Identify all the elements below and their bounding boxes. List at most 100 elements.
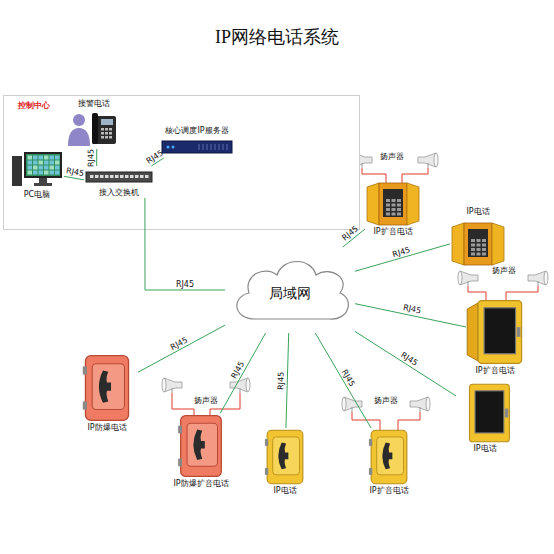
- screen-tile: [28, 156, 33, 160]
- speaker-symbol: [458, 271, 478, 286]
- screen-tile: [50, 156, 55, 160]
- cloud-outline: [237, 262, 349, 320]
- phone-key: [392, 199, 396, 202]
- phone-recess: [187, 423, 217, 466]
- phone-panel: [468, 229, 488, 257]
- lan-cloud: 局域网: [225, 247, 355, 333]
- switch-port: [90, 175, 94, 178]
- switch-port: [95, 175, 99, 178]
- screen-tile: [44, 161, 49, 165]
- node-label: IP电话: [273, 486, 296, 496]
- person-body: [68, 128, 90, 146]
- phone-screen: [475, 391, 504, 433]
- speaker-symbol: [410, 397, 430, 412]
- phone-key: [101, 128, 104, 131]
- phone-hinge: [369, 468, 372, 475]
- phone-key: [105, 128, 108, 131]
- screen-tile: [39, 156, 44, 160]
- edge-label: RJ45: [399, 350, 419, 367]
- server-vent: [226, 144, 228, 150]
- ip-phone: IP扩音电话: [365, 181, 421, 237]
- server-vent: [210, 144, 212, 150]
- phone-hinge: [83, 401, 87, 409]
- phone-case: [371, 430, 407, 484]
- network-cable: [138, 325, 225, 372]
- phone-key: [109, 128, 112, 131]
- phone-key: [471, 253, 475, 256]
- phone-key: [386, 199, 390, 202]
- screen-tile: [44, 171, 49, 175]
- phone-handset: [382, 443, 392, 470]
- speaker-symbol: [418, 153, 438, 168]
- phone-screen: [101, 119, 113, 125]
- node-label: IP防爆电话: [87, 423, 126, 433]
- phone-case: [181, 416, 222, 477]
- pc-tower: [12, 156, 22, 186]
- phone-case: [267, 430, 303, 484]
- screen-tile: [55, 171, 60, 175]
- phone-case: [478, 301, 521, 364]
- phone-handset: [278, 443, 288, 470]
- node-label: IP扩音电话: [373, 227, 412, 237]
- phone-key: [105, 136, 108, 139]
- node-label: PC电脑: [24, 190, 50, 200]
- screen-tile: [44, 156, 49, 160]
- phone-key: [109, 132, 112, 135]
- phone-key: [101, 136, 104, 139]
- phone-case: [379, 183, 407, 225]
- server-vent: [218, 144, 220, 150]
- server-vent: [222, 144, 224, 150]
- server-vent: [198, 144, 200, 150]
- device-icon: [256, 428, 314, 486]
- phone-key: [471, 239, 475, 242]
- phone-handle: [517, 327, 521, 337]
- node-label: 控制中心: [18, 101, 50, 111]
- speaker-label: 扬声器: [194, 396, 218, 406]
- phone-case: [85, 356, 128, 421]
- network-cable: [315, 333, 371, 428]
- device-icon: [76, 353, 138, 423]
- device-icon: [450, 217, 506, 271]
- screen-tile: [50, 161, 55, 165]
- phone-door: [452, 223, 464, 265]
- phone-hinge: [265, 439, 268, 446]
- screen-tile: [28, 161, 33, 165]
- switch-port: [120, 175, 124, 178]
- pc-base: [34, 183, 52, 186]
- pc-stand: [39, 178, 47, 183]
- screen-tile: [39, 171, 44, 175]
- screen-tile: [33, 161, 38, 165]
- edge-label: RJ45: [340, 367, 357, 387]
- node-label: IP扩音电话: [369, 486, 408, 496]
- phone-door: [492, 223, 504, 265]
- network-cable: [355, 331, 456, 395]
- phone-key: [386, 204, 390, 207]
- device-icon: [84, 166, 154, 188]
- phone-key: [477, 239, 481, 242]
- phone-key: [477, 244, 481, 247]
- switch-port: [115, 175, 119, 178]
- phone-key: [386, 213, 390, 216]
- edge-label: RJ45: [229, 360, 246, 380]
- screen-tile: [28, 166, 33, 170]
- phone-key: [482, 253, 486, 256]
- screen-tile: [55, 161, 60, 165]
- ip-phone: IP防爆扩音电话: [168, 413, 234, 489]
- server-light: [172, 146, 175, 149]
- device-icon: [365, 181, 421, 227]
- switch-port: [125, 175, 129, 178]
- speaker-label: 扬声器: [374, 396, 398, 406]
- phone-key: [392, 208, 396, 211]
- network-cable: [96, 149, 97, 166]
- network-cable: [220, 333, 265, 413]
- edge-label: RJ45: [391, 245, 411, 259]
- node-label: IP防爆扩音电话: [173, 479, 228, 489]
- switch-port: [105, 175, 109, 178]
- dispatch-server: 核心调度IP服务器: [158, 126, 236, 158]
- alarm-phone: 接警电话: [66, 99, 122, 149]
- ip-phone: IP防爆电话: [76, 353, 138, 433]
- node-label: IP电话: [466, 207, 489, 217]
- phone-hinge: [265, 468, 268, 475]
- server-vent: [214, 144, 216, 150]
